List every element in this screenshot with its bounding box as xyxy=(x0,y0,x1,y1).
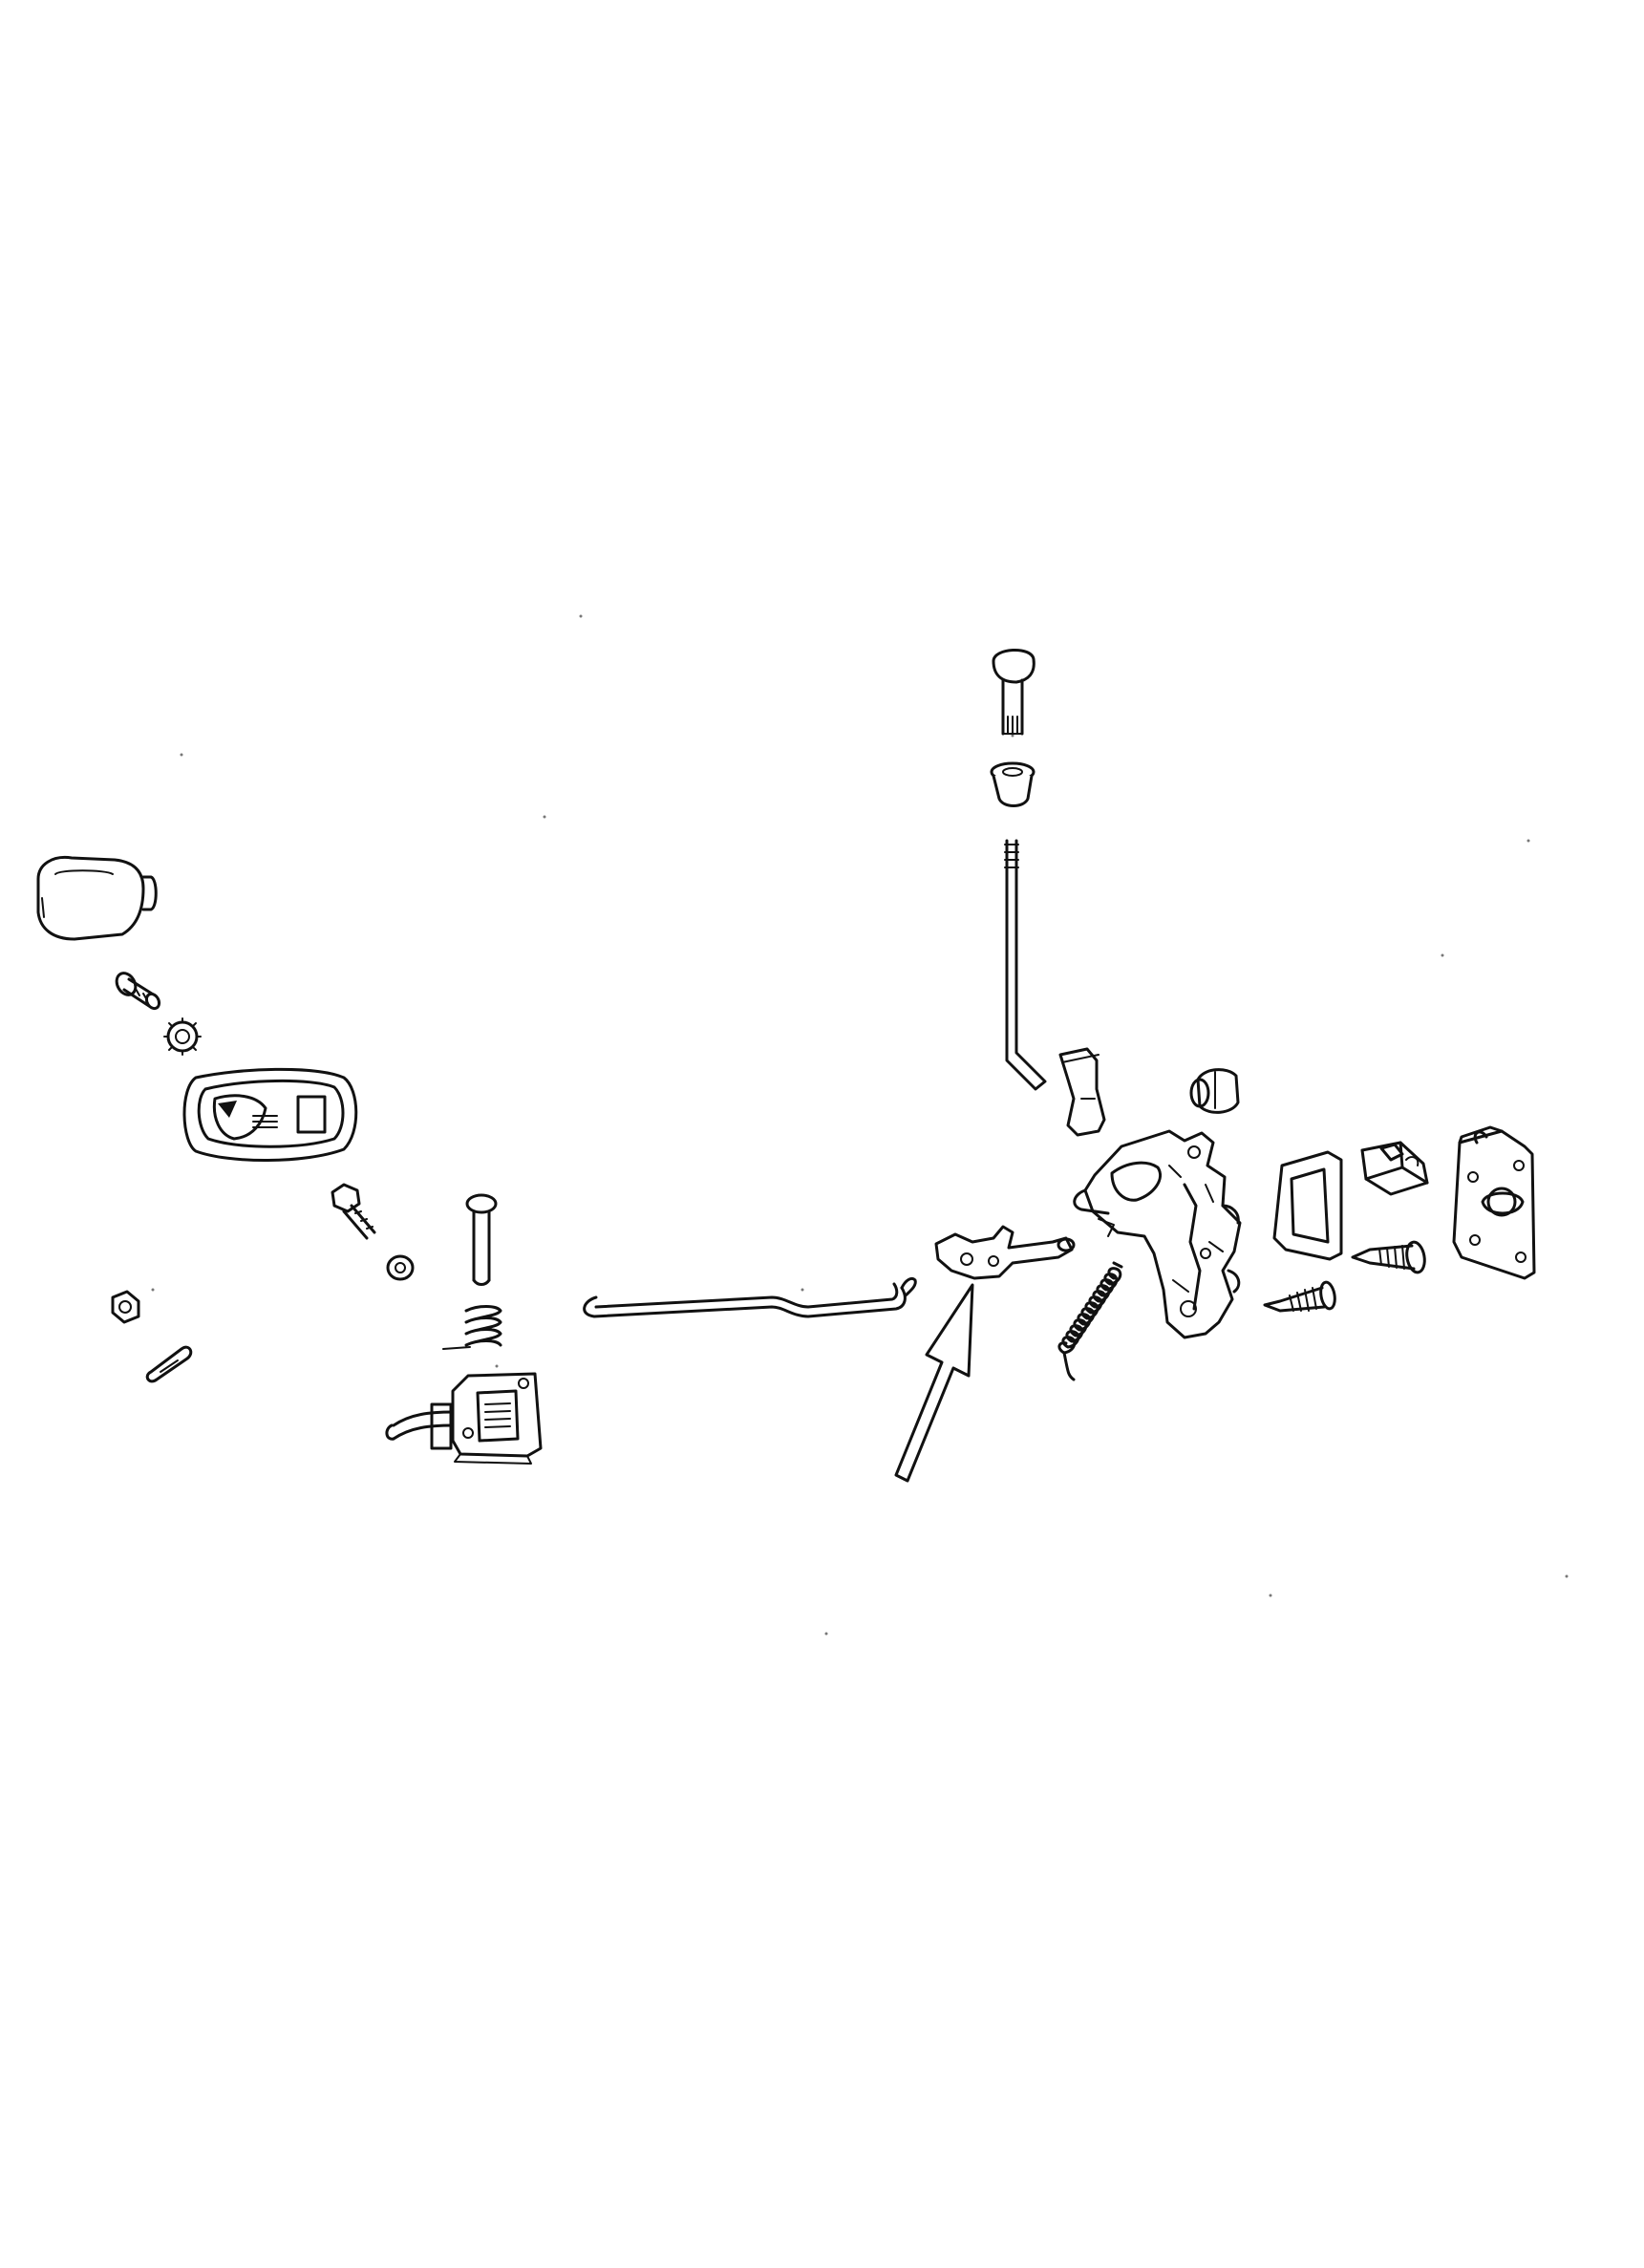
wedge-block xyxy=(1360,1141,1429,1196)
bezel-bolt xyxy=(331,1183,376,1240)
latch-lever-link xyxy=(934,1225,1076,1280)
cap-screw xyxy=(115,972,161,1011)
plunger-pin xyxy=(465,1193,498,1286)
hex-nut xyxy=(111,1290,140,1324)
plunger-spring xyxy=(442,1305,502,1350)
scan-specks xyxy=(151,614,1569,1636)
pointer-arrow xyxy=(894,1283,974,1483)
bushing xyxy=(1189,1068,1240,1114)
lock-knob xyxy=(992,648,1036,736)
long-connecting-rod xyxy=(583,1276,917,1318)
latch-assembly xyxy=(1073,1129,1242,1339)
handle-bezel xyxy=(182,1067,358,1162)
vertical-lock-rod xyxy=(1004,839,1047,1091)
tapping-screw-upper xyxy=(1351,1240,1426,1274)
rod-clip xyxy=(1058,1047,1106,1137)
tapping-screw-lower xyxy=(1263,1280,1336,1313)
knob-grommet xyxy=(990,761,1036,807)
lock-washer-top xyxy=(163,1017,202,1056)
inner-release-handle xyxy=(385,1372,543,1465)
retaining-clip xyxy=(145,1345,193,1383)
coil-spring xyxy=(1057,1261,1123,1381)
gasket xyxy=(1272,1150,1343,1261)
outer-handle-cap xyxy=(36,855,158,941)
flat-washer xyxy=(386,1254,415,1281)
striker-plate xyxy=(1452,1125,1536,1280)
